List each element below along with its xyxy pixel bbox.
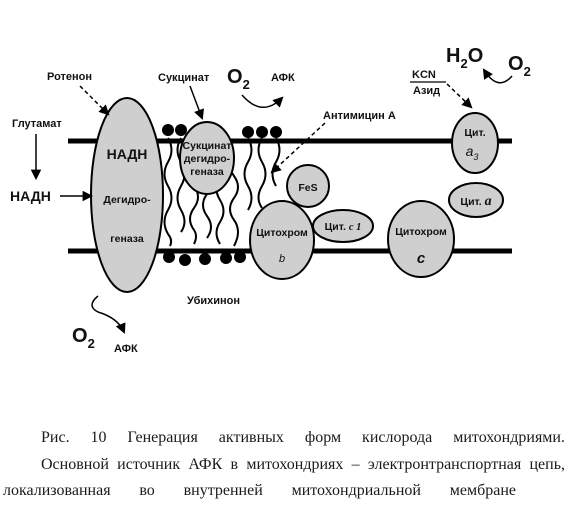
cyt-c1-label: Цит. c 1 <box>325 221 362 233</box>
o2-afk-bottom-arrow <box>91 295 126 334</box>
afk-bottom-label: АФК <box>114 343 138 355</box>
o2-right-label: O2 <box>508 53 531 79</box>
complex1-title: НАДН <box>107 146 148 162</box>
cyt-a3-sub: a3 <box>466 143 479 162</box>
o2-top-label: O2 <box>227 66 250 92</box>
cytochrome-c-sub: c <box>417 250 426 267</box>
cytochrome-c-label: Цитохром <box>395 226 447 238</box>
cytochrome-b-label: Цитохром <box>256 227 308 239</box>
h2o-label: H2O <box>446 45 483 71</box>
figure-caption: Рис. 10 Генерация активных форм кислород… <box>3 425 565 505</box>
cytochrome-c <box>387 200 455 278</box>
afk-top-label: АФК <box>271 72 295 84</box>
fes-cluster <box>286 164 330 208</box>
cyt-a-label: Цит. a <box>460 194 491 209</box>
succinate-label: Сукцинат <box>158 72 210 84</box>
cytochrome-a <box>448 182 504 218</box>
complex2-line1: Сукцинат <box>183 140 232 152</box>
o2-bottom-label: O2 <box>72 325 95 351</box>
caption-line-2: Основной источник АФК в митохондриях – э… <box>41 455 565 473</box>
complex1-line1: Дегидро- <box>103 194 151 206</box>
caption-line-3: локализованная во внутренней митохондриа… <box>3 482 516 499</box>
complex2-line2: дегидро- <box>184 153 231 165</box>
cytochrome-a3 <box>451 112 499 174</box>
rotenone-label: Ротенон <box>47 71 92 83</box>
cytochrome-c1 <box>312 209 374 243</box>
cyt-a3-label: Цит. <box>464 127 485 139</box>
antimycin-label: Антимицин А <box>323 110 396 122</box>
caption-line-1: Рис. 10 Генерация активных форм кислород… <box>41 429 565 446</box>
etc-diagram: НАДН Дегидро- геназа Сукцинат дегидро- г… <box>10 45 531 355</box>
antimycin-arrow <box>270 122 326 174</box>
succinate-dehydrogenase-complex <box>179 121 235 195</box>
nadh-left-label: НАДН <box>10 188 51 204</box>
glutamate-label: Глутамат <box>12 118 62 130</box>
cytochrome-b-sub: b <box>279 253 285 265</box>
azide-label: Азид <box>413 85 440 97</box>
kcn-arrow <box>446 83 473 109</box>
cytochrome-b <box>249 200 315 280</box>
ubiquinone-heads <box>162 124 282 266</box>
fes-label: FeS <box>298 182 317 194</box>
rotenone-arrow <box>79 85 110 116</box>
kcn-label: KCN <box>412 69 436 81</box>
complex1-line2: геназа <box>110 233 144 245</box>
complex2-line3: геназа <box>190 166 224 178</box>
o2-h2o-arrow <box>482 68 513 84</box>
ubiquinone-label: Убихинон <box>187 295 240 307</box>
succinate-arrow <box>189 85 204 120</box>
o2-afk-top-arrow <box>241 94 284 108</box>
